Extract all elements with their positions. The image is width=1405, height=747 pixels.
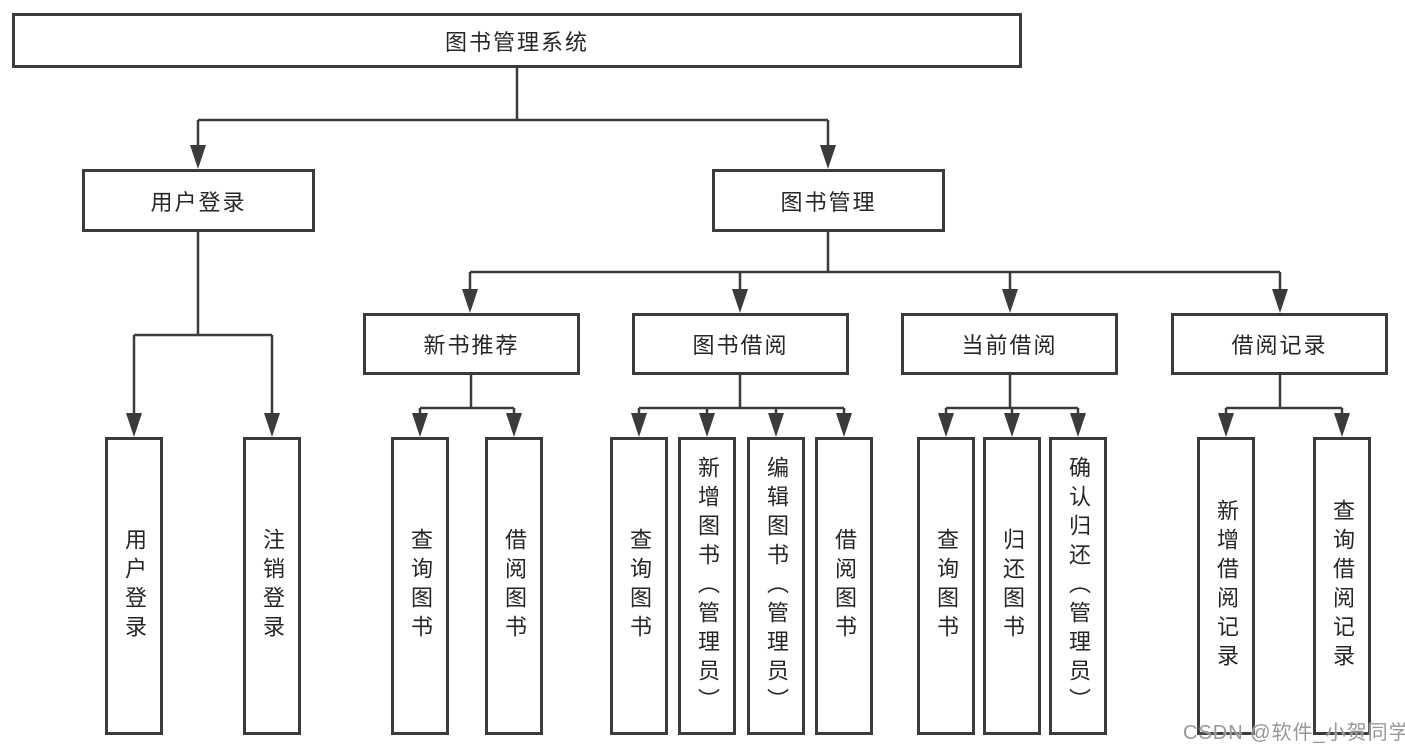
connector-current-to-leaves [944, 375, 1080, 417]
csdn-watermark: CSDN @软件_小贺同学 [1183, 722, 1405, 744]
node-label: 归还图书 [1000, 528, 1025, 644]
node-label: 编辑图书（管理员） [764, 455, 789, 717]
node-leaf-add-borrow-record: 新增借阅记录 [1197, 437, 1255, 735]
node-label: 图书管理系统 [444, 29, 589, 55]
node-leaf-edit-books-admin: 编辑图书（管理员） [747, 437, 805, 735]
connector-root-to-level2 [196, 68, 830, 149]
node-label: 查询图书 [408, 528, 433, 644]
node-borrowing-records: 借阅记录 [1171, 313, 1388, 375]
node-leaf-query-borrow-record: 查询借阅记录 [1313, 437, 1371, 735]
node-leaf-user-login: 用户登录 [105, 437, 163, 735]
node-book-borrowing: 图书借阅 [632, 313, 849, 375]
node-label: 确认归还（管理员） [1066, 455, 1091, 717]
node-label: 借阅图书 [832, 528, 857, 644]
node-label: 借阅记录 [1231, 333, 1328, 358]
node-label: 新增借阅记录 [1214, 499, 1239, 673]
node-leaf-borrowing-query-books: 查询图书 [610, 437, 668, 735]
node-label: 查询借阅记录 [1330, 499, 1355, 673]
node-label: 查询图书 [627, 528, 652, 644]
node-library-management-system: 图书管理系统 [12, 13, 1022, 68]
connector-borrowing-to-leaves [637, 375, 846, 417]
node-leaf-recommend-query-books: 查询图书 [391, 437, 449, 735]
node-book-management: 图书管理 [712, 169, 945, 232]
node-label: 注销登录 [260, 528, 285, 644]
connector-userlogin-to-leaves [132, 232, 274, 417]
node-new-book-recommend: 新书推荐 [363, 313, 580, 375]
node-label: 新增图书（管理员） [695, 455, 720, 717]
node-current-borrowing: 当前借阅 [901, 313, 1118, 375]
node-leaf-current-query-books: 查询图书 [917, 437, 975, 735]
arrowheads [126, 145, 1350, 437]
node-label: 借阅图书 [502, 528, 527, 644]
node-label: 新书推荐 [423, 333, 520, 358]
node-label: 查询图书 [934, 528, 959, 644]
node-leaf-recommend-borrow-books: 借阅图书 [485, 437, 543, 735]
node-leaf-confirm-return-admin: 确认归还（管理员） [1049, 437, 1107, 735]
connector-records-to-leaves [1224, 375, 1344, 417]
node-label: 用户登录 [122, 528, 147, 644]
node-leaf-logout: 注销登录 [243, 437, 301, 735]
node-label: 图书管理 [780, 189, 877, 215]
node-label: 图书借阅 [692, 333, 789, 358]
node-leaf-add-books-admin: 新增图书（管理员） [678, 437, 736, 735]
node-leaf-return-books: 归还图书 [983, 437, 1041, 735]
node-label: 用户登录 [150, 189, 247, 215]
connector-bookmgmt-to-level3 [468, 232, 1282, 293]
node-label: 当前借阅 [961, 333, 1058, 358]
connector-recommend-to-leaves [418, 375, 516, 417]
node-user-login-group: 用户登录 [82, 169, 315, 232]
node-leaf-borrowing-borrow-books: 借阅图书 [815, 437, 873, 735]
